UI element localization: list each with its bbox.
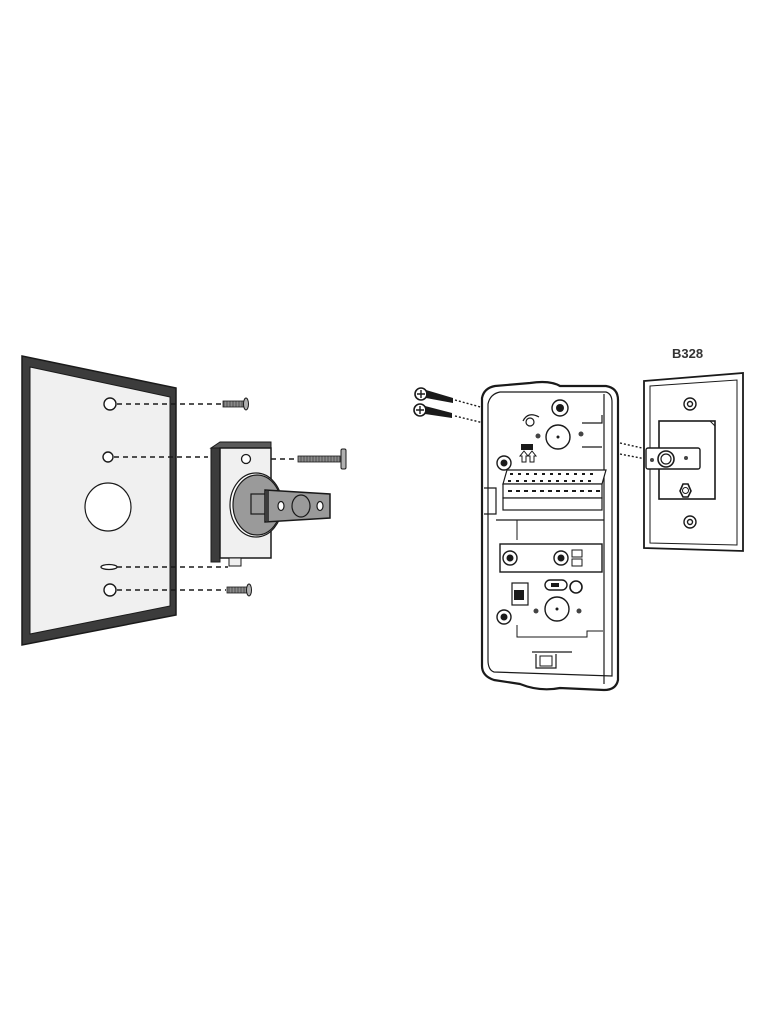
screw-bracket-long <box>297 448 347 470</box>
mounting-screw-upper <box>414 387 453 403</box>
guide-lines-left <box>114 403 298 591</box>
center-knockout <box>84 482 132 532</box>
mounting-bracket <box>209 441 331 567</box>
upper-screw-hole <box>102 451 114 463</box>
swivel-bracket <box>645 447 701 470</box>
bottom-screw-hole <box>103 583 117 597</box>
up-arrows-icon <box>518 444 538 463</box>
mounting-screw-lower <box>413 403 452 418</box>
terminal-strip <box>484 469 607 515</box>
top-screw-hole <box>103 397 117 411</box>
hex-nut <box>679 483 692 498</box>
slot <box>100 563 118 571</box>
screw-bottom-short <box>226 583 252 597</box>
latch-arm <box>264 489 331 523</box>
tamper-switch <box>511 582 529 606</box>
b328-swivel-mount-plate <box>643 372 744 552</box>
detector-base-housing <box>480 380 620 692</box>
wall-plate <box>21 355 177 646</box>
screw-top-short <box>222 397 249 411</box>
top-screw <box>683 397 697 411</box>
model-label: B328 <box>672 346 704 361</box>
bottom-screw <box>683 515 697 529</box>
